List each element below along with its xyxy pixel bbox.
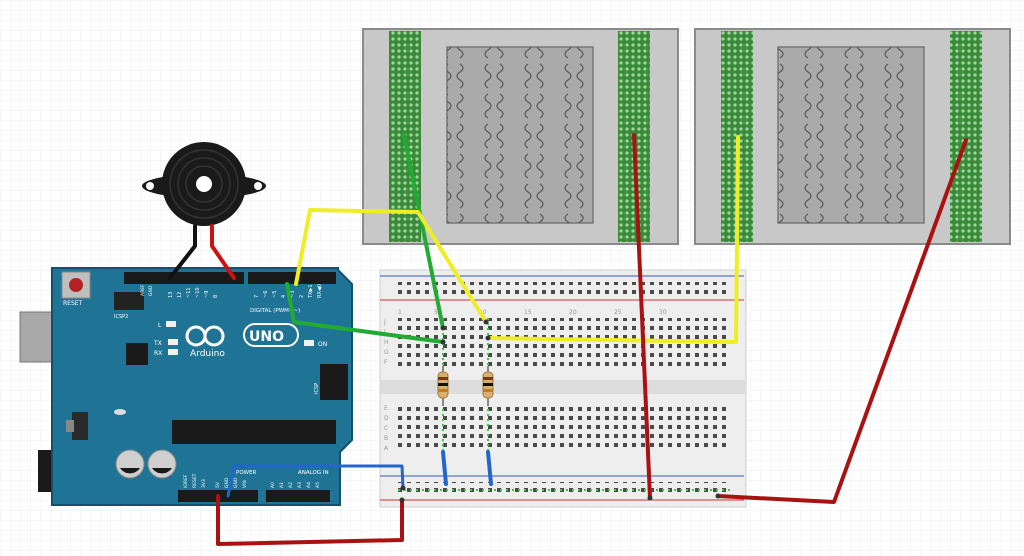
led-l xyxy=(166,321,176,327)
wire-buzzer-black xyxy=(168,224,197,280)
digital-header xyxy=(124,272,244,284)
col-number-15: 15 xyxy=(524,309,532,316)
digital-header-2 xyxy=(248,272,336,284)
resistor-1-icon xyxy=(437,366,449,406)
wire-yellow-pin xyxy=(294,208,488,324)
digital-pin-1: TX▶1 xyxy=(308,284,314,299)
atmega-chip xyxy=(172,420,336,444)
digital-pin-0: RX◀0 xyxy=(317,284,323,298)
icsp2-label: ICSP2 xyxy=(114,314,128,320)
regulator xyxy=(72,412,88,440)
digital-pin-7: 7 xyxy=(254,295,260,298)
wire-blue-gnd-arduino xyxy=(226,464,405,498)
analog-pin-a3: A3 xyxy=(297,482,303,488)
row-letter-d: D xyxy=(384,415,389,422)
reset-label: RESET xyxy=(63,300,83,307)
power-pin-vin: VIN xyxy=(242,480,248,488)
wire-blue-gnd-1 xyxy=(441,450,448,486)
row-letter-h: H xyxy=(384,339,389,346)
aref-label: AREF xyxy=(140,284,146,296)
wire-green-sensor1 xyxy=(402,133,445,330)
wire-yellow-sensor2 xyxy=(486,135,740,344)
wire-endpoints xyxy=(399,319,721,503)
row-letter-g: G xyxy=(384,349,389,356)
analog-pin-a0: A0 xyxy=(270,482,276,488)
arduino-model: UNO xyxy=(249,329,284,345)
arduino-logo xyxy=(185,323,299,347)
sensor-1 xyxy=(362,28,679,245)
row-letter-b: B xyxy=(384,435,388,442)
col-number-10: 10 xyxy=(479,309,487,316)
analog-pin-a1: A1 xyxy=(279,482,285,488)
arduino-brand: Arduino xyxy=(190,349,225,359)
led-l-label: L xyxy=(158,322,162,329)
digital-pin-12: 12 xyxy=(177,292,183,298)
digital-pin-6: ~6 xyxy=(263,291,269,298)
col-number-20: 20 xyxy=(569,309,577,316)
usb-chip xyxy=(126,343,148,365)
breadboard: J I H G F E D C B A 1 5 10 15 20 25 30 xyxy=(379,269,747,508)
wire-blue-gnd-2 xyxy=(486,450,493,486)
analog-pin-a5: A5 xyxy=(315,482,321,488)
digital-pin-13: 13 xyxy=(168,292,174,298)
capacitor-1 xyxy=(115,449,145,479)
gnd-label: GND xyxy=(148,285,154,296)
digital-pin-3: ~3 xyxy=(290,291,296,298)
led-rx-label: RX xyxy=(154,350,162,357)
power-pin-ioref: IOREF xyxy=(183,474,189,488)
wire-red-sensor2 xyxy=(716,138,968,504)
capacitor-2 xyxy=(147,449,177,479)
resistor-2-icon xyxy=(482,366,494,406)
col-number-25: 25 xyxy=(614,309,622,316)
arduino-uno-board: RESET ICSP2 AREF GND 13 12 ~11 ~10 ~9 8 … xyxy=(19,267,353,506)
analog-pin-a4: A4 xyxy=(306,482,312,488)
wire-red-5v xyxy=(216,494,404,546)
led-tx-label: TX xyxy=(153,340,162,347)
analog-label: ANALOG IN xyxy=(298,470,329,476)
digital-pin-11: ~11 xyxy=(186,287,192,298)
power-pin-gnd-1: GND xyxy=(224,477,230,488)
power-pin-reset: RESET xyxy=(192,473,198,488)
icsp-label: ICSP xyxy=(314,383,320,394)
analog-pin-a2: A2 xyxy=(288,482,294,488)
digital-pin-4: 4 xyxy=(281,295,287,298)
col-number-30: 30 xyxy=(659,309,667,316)
power-pin-3v3: 3V3 xyxy=(201,479,207,488)
led-rx xyxy=(168,349,178,355)
row-letter-c: C xyxy=(384,425,388,432)
wire-red-sensor1 xyxy=(632,133,652,500)
power-pin-5v: 5V xyxy=(215,481,221,488)
digital-pin-10: ~10 xyxy=(195,287,201,298)
col-number-1: 1 xyxy=(398,309,402,316)
digital-pin-5: ~5 xyxy=(272,291,278,298)
wire-buzzer-red xyxy=(210,224,236,280)
on-label: ON xyxy=(318,341,327,348)
wire-green-pin xyxy=(285,282,445,344)
digital-label: DIGITAL (PWM=~) xyxy=(250,308,300,314)
sensor-2 xyxy=(694,28,1011,245)
digital-pin-8: 8 xyxy=(213,295,219,298)
row-letter-e: E xyxy=(384,405,388,412)
digital-pin-9: ~9 xyxy=(204,291,210,298)
power-pin-gnd-2: GND xyxy=(233,477,239,488)
row-letter-a: A xyxy=(384,445,389,452)
col-number-5: 5 xyxy=(434,309,438,316)
power-label: POWER xyxy=(236,470,257,476)
wires xyxy=(168,133,968,546)
row-letter-j: J xyxy=(383,319,386,326)
row-letter-f: F xyxy=(384,359,388,366)
reset-button[interactable] xyxy=(69,278,83,292)
led-tx xyxy=(168,339,178,345)
digital-pin-2: 2 xyxy=(299,295,305,298)
led-on xyxy=(304,340,314,346)
piezo-buzzer-icon xyxy=(142,142,266,226)
analog-header xyxy=(266,490,330,502)
